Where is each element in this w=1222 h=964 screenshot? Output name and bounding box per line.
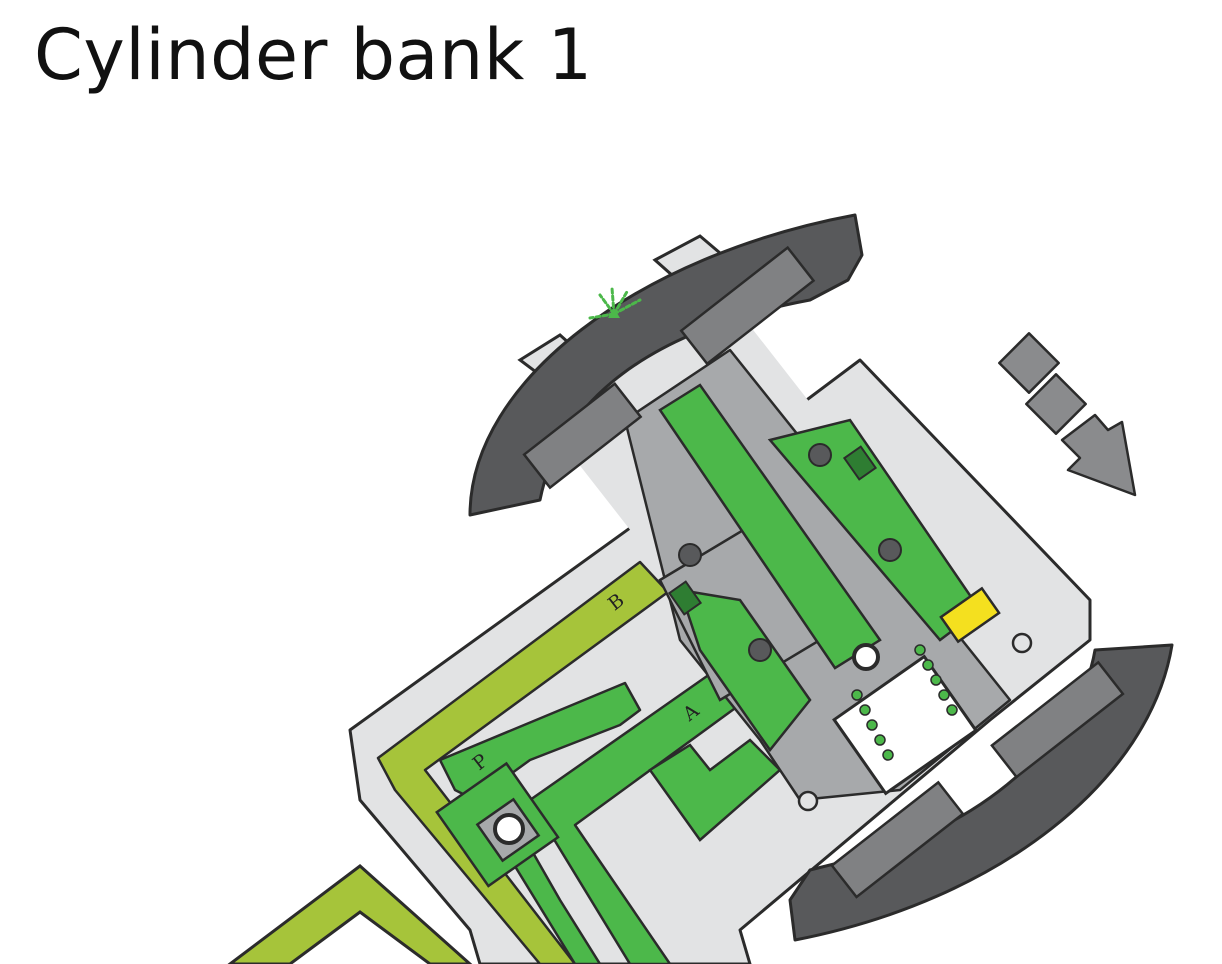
supply-line-b-outer bbox=[227, 864, 473, 964]
check-valve-p bbox=[475, 797, 541, 863]
fluid-spray-icon bbox=[588, 286, 642, 320]
spring-chamber bbox=[832, 643, 978, 796]
seals bbox=[667, 443, 902, 662]
clamp-top bbox=[468, 213, 864, 517]
rollers bbox=[797, 632, 1033, 812]
page-title: Cylinder bank 1 bbox=[34, 14, 593, 96]
piston-rod bbox=[658, 383, 982, 753]
arrow-down-right-icon bbox=[998, 332, 1137, 497]
yellow-spring bbox=[939, 586, 1001, 644]
clamp-bottom bbox=[788, 643, 1174, 942]
